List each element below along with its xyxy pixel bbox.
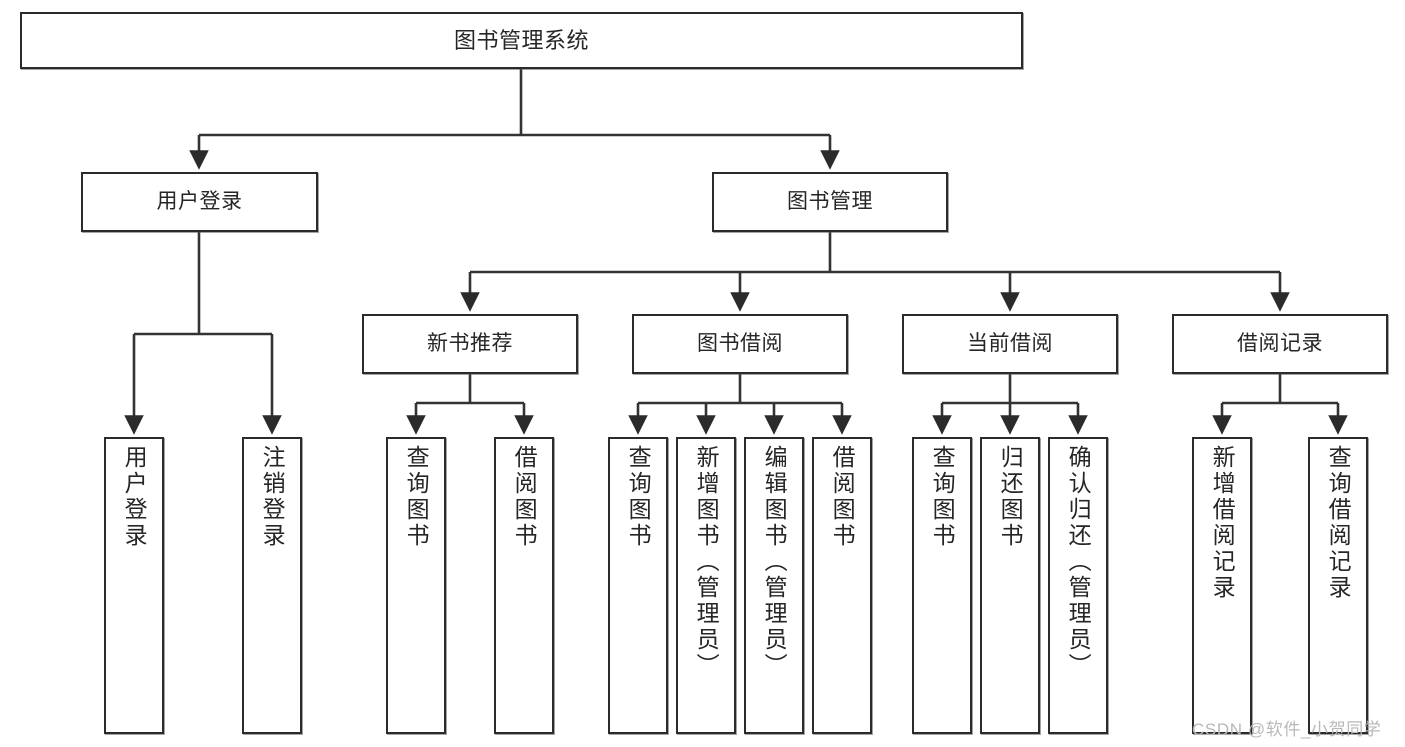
node-label: 归还图书 — [997, 445, 1024, 549]
node-leaf-add-record[interactable]: 新增借阅记录 — [1192, 437, 1252, 734]
node-leaf-borrow-book-2[interactable]: 借阅图书 — [812, 437, 872, 734]
node-label: 编辑图书（管理员） — [761, 445, 788, 679]
node-label: 新增图书（管理员） — [693, 445, 720, 679]
csdn-watermark: CSDN @软件_小贺同学 — [1192, 720, 1382, 739]
node-leaf-confirm-return[interactable]: 确认归还（管理员） — [1048, 437, 1108, 734]
node-label: 借阅记录 — [1237, 331, 1323, 355]
node-leaf-query-book-1[interactable]: 查询图书 — [386, 437, 446, 734]
node-label: 查询图书 — [929, 445, 956, 549]
node-leaf-add-book[interactable]: 新增图书（管理员） — [676, 437, 736, 734]
node-leaf-return-book[interactable]: 归还图书 — [980, 437, 1040, 734]
node-label: 图书借阅 — [697, 331, 783, 355]
node-label: 当前借阅 — [967, 331, 1053, 355]
node-label: 确认归还（管理员） — [1065, 445, 1092, 679]
node-leaf-borrow-book-1[interactable]: 借阅图书 — [494, 437, 554, 734]
node-new-book-recommend[interactable]: 新书推荐 — [362, 314, 578, 374]
node-label: 图书管理系统 — [453, 27, 589, 53]
node-label: 借阅图书 — [829, 445, 856, 549]
node-label: 查询图书 — [625, 445, 652, 549]
node-book-borrow[interactable]: 图书借阅 — [632, 314, 848, 374]
node-label: 查询借阅记录 — [1325, 445, 1352, 601]
node-leaf-query-book-3[interactable]: 查询图书 — [912, 437, 972, 734]
node-user-login[interactable]: 用户登录 — [81, 172, 318, 232]
node-leaf-query-record[interactable]: 查询借阅记录 — [1308, 437, 1368, 734]
node-leaf-user-login[interactable]: 用户登录 — [104, 437, 164, 734]
node-label: 查询图书 — [403, 445, 430, 549]
node-label: 用户登录 — [121, 445, 148, 549]
node-book-management[interactable]: 图书管理 — [712, 172, 948, 232]
node-label: 新增借阅记录 — [1209, 445, 1236, 601]
node-label: 用户登录 — [156, 189, 243, 213]
node-book-management-system[interactable]: 图书管理系统 — [20, 12, 1023, 69]
node-leaf-query-book-2[interactable]: 查询图书 — [608, 437, 668, 734]
node-label: 借阅图书 — [511, 445, 538, 549]
node-label: 新书推荐 — [427, 331, 513, 355]
node-label: 图书管理 — [787, 189, 873, 213]
node-leaf-logout-login[interactable]: 注销登录 — [242, 437, 302, 734]
node-label: 注销登录 — [259, 445, 286, 549]
node-leaf-edit-book[interactable]: 编辑图书（管理员） — [744, 437, 804, 734]
node-current-borrow[interactable]: 当前借阅 — [902, 314, 1118, 374]
node-borrow-record[interactable]: 借阅记录 — [1172, 314, 1388, 374]
